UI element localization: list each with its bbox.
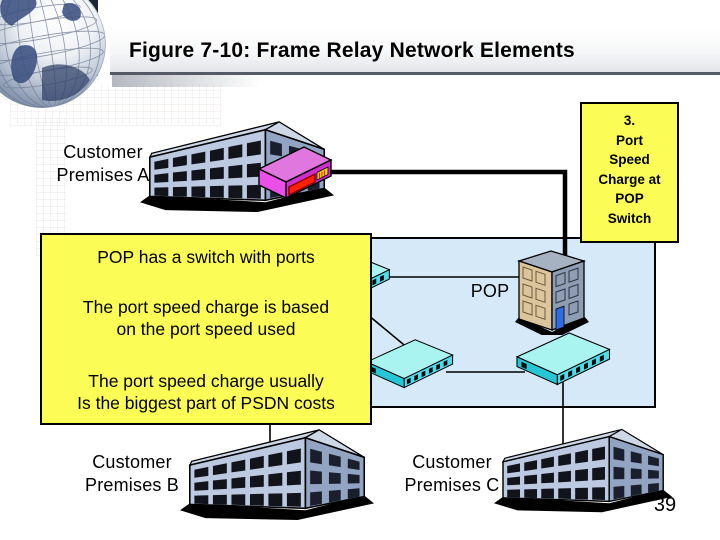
label-line: Premises B <box>84 475 180 495</box>
label-line: Premises A <box>56 165 150 185</box>
note-box-port-speed: POP has a switch with ports The port spe… <box>40 233 372 425</box>
callout-line: Speed <box>609 152 650 167</box>
switch-icon <box>366 339 454 389</box>
page-title: Figure 7-10: Frame Relay Network Element… <box>129 39 575 62</box>
callout-line: Port <box>616 132 643 148</box>
callout-line: Switch <box>607 210 652 226</box>
callout-line: Charge at <box>598 171 661 187</box>
label-customer-premises-c: Customer Premises C <box>382 451 522 497</box>
title-divider-rule <box>110 28 720 75</box>
note-line: The port speed charge is based <box>82 297 330 317</box>
label-customer-premises-a: Customer Premises A <box>33 141 173 187</box>
note-line: The port speed charge usually <box>88 371 324 391</box>
callout-line: POP <box>615 191 644 206</box>
label-line: Customer <box>92 452 172 472</box>
globe-icon <box>0 0 106 109</box>
access-device-icon <box>257 146 333 200</box>
pop-building-icon <box>515 250 589 335</box>
label-pop: POP <box>470 281 510 301</box>
label-customer-premises-b: Customer Premises B <box>62 451 202 497</box>
building-icon <box>180 429 375 521</box>
page-number: 39 <box>653 494 677 516</box>
callout-line: 3. <box>623 113 636 128</box>
label-line: Customer <box>63 142 143 162</box>
label-line: Premises C <box>404 475 500 495</box>
note-line: Is the biggest part of PSDN costs <box>77 393 335 413</box>
title-rule-shadow <box>112 75 262 87</box>
label-line: Customer <box>412 452 492 472</box>
note-line: POP has a switch with ports <box>97 247 315 267</box>
switch-icon <box>516 332 611 386</box>
note-line: on the port speed used <box>116 319 296 339</box>
callout-port-speed-charge: 3. Port Speed Charge at POP Switch <box>580 102 679 243</box>
